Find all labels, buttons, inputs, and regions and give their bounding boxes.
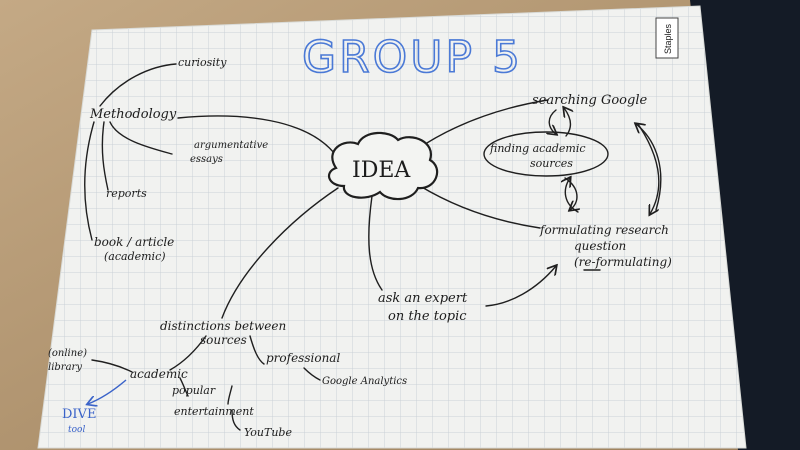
label-book-article: book / article xyxy=(94,235,174,249)
mind-map-connectors xyxy=(84,63,662,431)
label-academic: academic xyxy=(130,367,188,381)
label-youtube: YouTube xyxy=(244,426,292,439)
finding-sources-ellipse xyxy=(483,131,609,177)
label-question: question xyxy=(574,239,626,253)
label-entertainment: entertainment xyxy=(174,405,254,418)
label-dive: DIVE xyxy=(62,407,96,422)
label-popular: popular xyxy=(172,384,216,397)
label-reformulating: (re-formulating) xyxy=(574,255,672,269)
idea-cloud: IDEA xyxy=(327,131,439,201)
label-finding-academic: finding academic xyxy=(489,142,586,155)
label-sources-1: sources xyxy=(530,157,573,170)
label-google-analytics: Google Analytics xyxy=(322,376,407,387)
label-online: (online) xyxy=(48,348,87,359)
label-argumentative: argumentative xyxy=(194,140,268,151)
label-library: library xyxy=(48,362,82,373)
corner-tag-text: Staples xyxy=(663,23,673,54)
dark-background xyxy=(690,0,800,450)
label-curiosity: curiosity xyxy=(178,56,227,69)
label-ask-expert: ask an expert xyxy=(378,291,468,306)
label-professional: professional xyxy=(266,351,340,365)
corner-tag: Staples xyxy=(655,17,679,59)
label-on-topic: on the topic xyxy=(388,309,467,324)
label-distinctions: distinctions between xyxy=(160,319,286,333)
label-sources-2: sources xyxy=(200,333,247,347)
label-methodology: Methodology xyxy=(89,107,177,122)
idea-label: IDEA xyxy=(352,158,411,183)
label-formulating: formulating research xyxy=(539,223,669,237)
poster-title: GROUP 5 xyxy=(302,32,523,83)
label-tool: tool xyxy=(68,425,85,435)
label-academic-paren: (academic) xyxy=(104,250,166,263)
label-reports: reports xyxy=(106,187,147,200)
label-searching-google: searching Google xyxy=(532,93,647,108)
label-essays: essays xyxy=(190,154,223,165)
